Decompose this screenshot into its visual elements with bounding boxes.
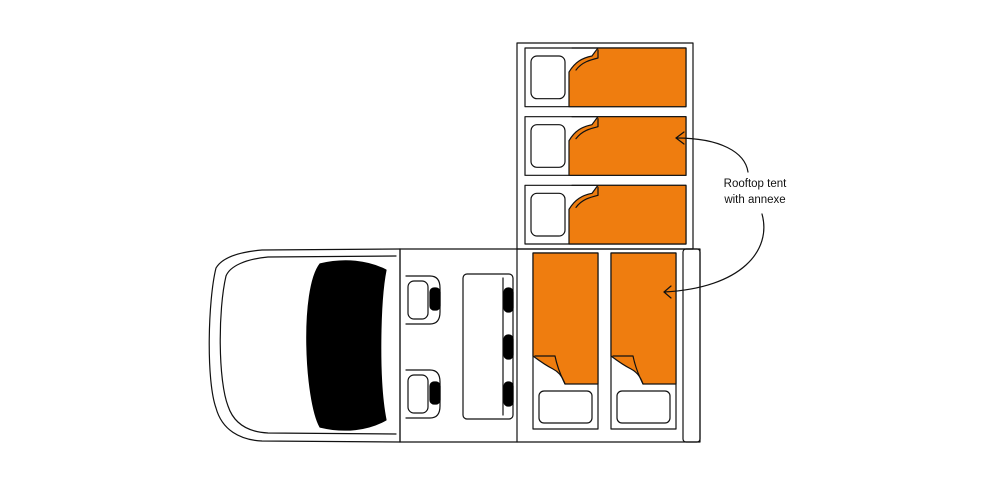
front-seat-bottom	[405, 369, 441, 419]
interior-bed-mattress	[532, 252, 599, 385]
rear-bench-seat	[462, 273, 514, 420]
interior-bed-fold	[534, 355, 566, 385]
arrow-to-tent	[675, 137, 749, 173]
seat-cushion	[407, 280, 429, 320]
tent-outline	[516, 42, 694, 250]
interior-bed-pillow	[616, 390, 671, 424]
tent-bed-mattress	[568, 116, 687, 176]
arrow-to-beds	[663, 213, 765, 293]
tent-bed-pillow	[530, 124, 566, 168]
arrow-to-tent-head	[675, 131, 685, 145]
cab-body-outline	[208, 248, 401, 443]
interior-beds	[532, 252, 677, 430]
tent-bed-fold	[575, 49, 599, 71]
tent-bed	[524, 184, 687, 245]
seat-cushion	[407, 374, 429, 414]
tent-bed-fold	[575, 186, 599, 208]
cab-inner-contour	[219, 255, 397, 435]
seat-headrest	[429, 381, 441, 405]
windshield	[306, 260, 387, 431]
bench-headrest-1	[503, 287, 514, 313]
tent-bed-mattress	[568, 184, 687, 245]
rooftop-tent	[516, 42, 694, 250]
annotation-line-1: Rooftop tent	[723, 178, 787, 190]
tent-bed	[524, 116, 687, 176]
bench-headrest-2	[503, 334, 514, 360]
seat-headrest	[429, 287, 441, 311]
tent-bed-fold	[575, 118, 599, 140]
tent-bed	[524, 47, 687, 108]
annotation-label: Rooftop tent with annexe	[700, 176, 810, 208]
interior-bed	[610, 252, 677, 430]
interior-bed	[532, 252, 599, 430]
annotation-arrows	[663, 131, 765, 299]
tent-bed-pillow	[530, 55, 566, 100]
interior-bed-pillow	[538, 390, 593, 424]
interior-bed-fold	[612, 355, 644, 385]
bench-headrest-3	[503, 381, 514, 407]
tent-bed-pillow	[530, 192, 566, 237]
cabin-rear-bumper	[682, 248, 701, 443]
interior-bed-mattress	[610, 252, 677, 385]
annotation-line-2: with annexe	[724, 194, 786, 206]
front-seat-top	[405, 275, 441, 325]
arrow-to-beds-head	[663, 285, 672, 299]
vehicle-cab	[208, 248, 401, 443]
tent-bed-mattress	[568, 47, 687, 108]
